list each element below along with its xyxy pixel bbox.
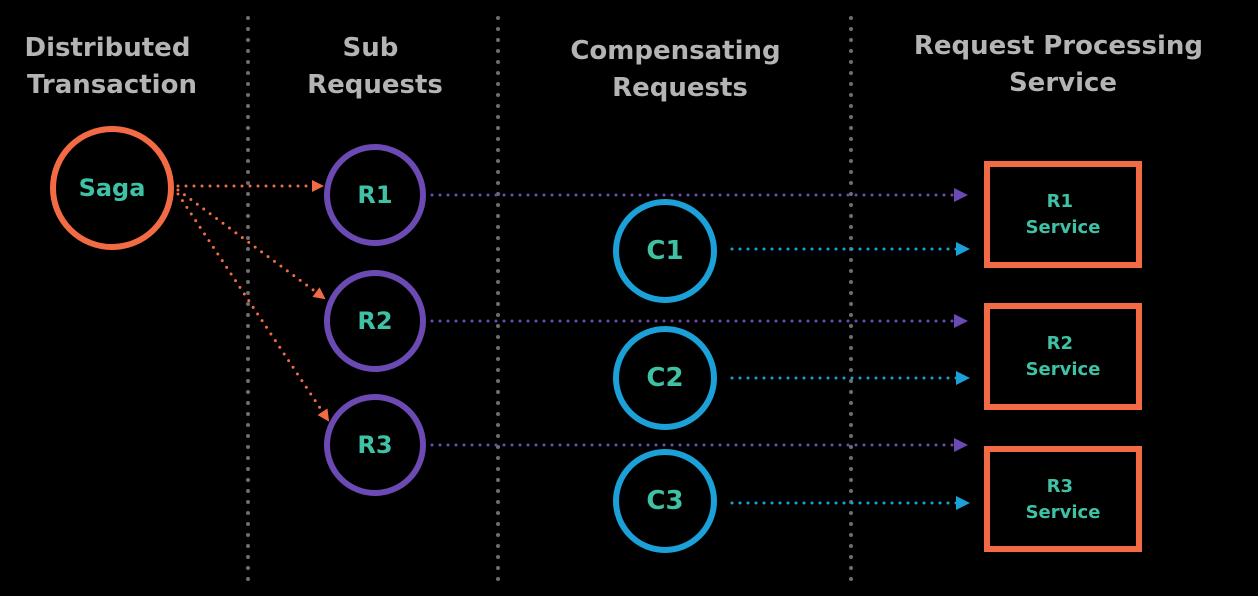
header-line: Request Processing [914,31,1203,61]
header-distributed-transaction: Distributed Transaction [25,33,200,100]
service-label-line: Service [1026,217,1101,238]
header-line: Sub [343,33,399,63]
request-label: R3 [357,431,392,459]
service-label-line: R3 [1047,476,1073,497]
compensation-node-c3: C3 [613,449,717,553]
header-request-processing-service: Request Processing Service [914,31,1212,98]
service-rect [984,303,1142,410]
service-label: R1 Service [1026,191,1101,238]
service-label: R3 Service [1026,476,1101,523]
header-compensating-requests: Compensating Requests [570,36,789,103]
compensation-circle [613,449,717,553]
header-line: Requests [307,70,443,100]
request-node-r3: R3 [324,394,426,496]
saga-circle [50,126,174,250]
request-node-r1: R1 [324,144,426,246]
compensation-node-c2: C2 [613,326,717,430]
request-circle [324,144,426,246]
header-line: Distributed [25,33,191,63]
request-circle [324,394,426,496]
header-sub-requests: Sub Requests [307,33,443,100]
service-box-r1: R1 Service [984,161,1142,268]
service-label-line: R2 [1047,333,1073,354]
service-box-r2: R2 Service [984,303,1142,410]
header-line: Requests [612,73,748,103]
service-label: R2 Service [1026,333,1101,380]
request-node-r2: R2 [324,270,426,372]
service-rect [984,446,1142,552]
compensation-label: C2 [646,363,683,393]
header-line: Compensating [570,36,780,66]
request-circle [324,270,426,372]
service-label-line: Service [1026,359,1101,380]
service-rect [984,161,1142,268]
header-line: Service [1009,68,1117,98]
service-label-line: Service [1026,502,1101,523]
compensation-circle [613,199,717,303]
compensation-label: C3 [646,486,683,516]
compensation-circle [613,326,717,430]
saga-node: Saga [50,126,174,250]
compensation-label: C1 [646,236,683,266]
service-label-line: R1 [1047,191,1073,212]
compensation-node-c1: C1 [613,199,717,303]
service-box-r3: R3 Service [984,446,1142,552]
saga-label: Saga [79,174,146,202]
request-label: R1 [357,181,392,209]
arrow-saga-to-r3 [176,192,330,422]
header-line: Transaction [27,70,197,100]
request-label: R2 [357,307,392,335]
arrow-saga-to-r2 [176,188,326,300]
